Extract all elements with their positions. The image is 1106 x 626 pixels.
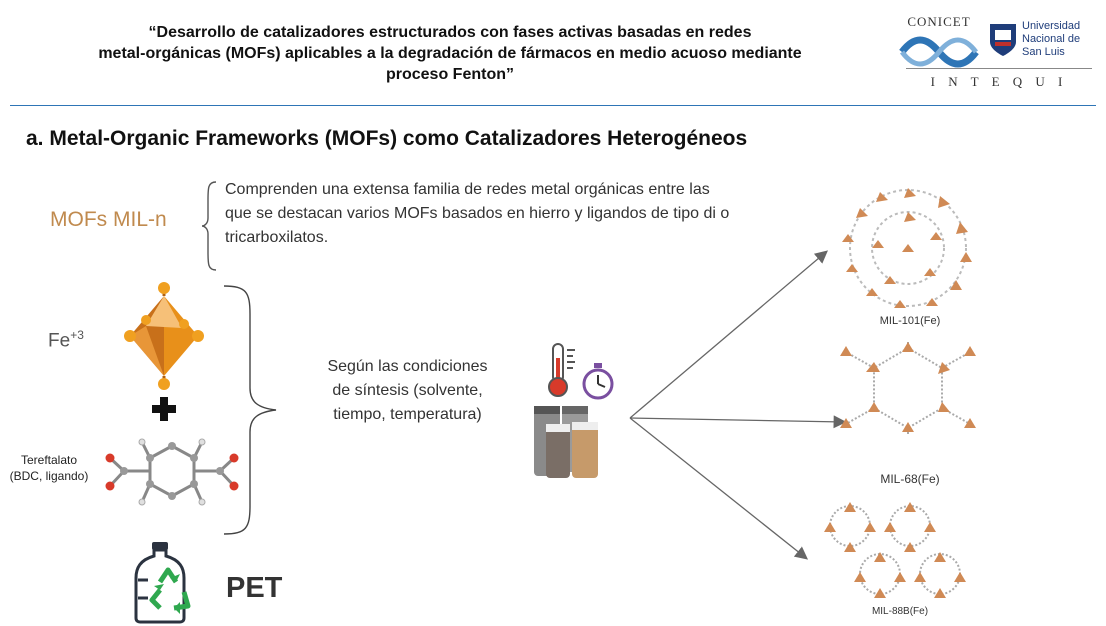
- conicet-wave-icon: [899, 36, 979, 68]
- fe-octahedron-icon: [124, 282, 204, 390]
- fe-label: Fe+3: [48, 328, 84, 352]
- mil88b-label: MIL-88B(Fe): [871, 606, 929, 617]
- header-title-line1: “Desarrollo de catalizadores estructurad…: [148, 24, 752, 41]
- intequi-logo: I N T E Q U I: [930, 74, 1068, 89]
- terephthalate-molecule-icon: [105, 438, 239, 506]
- fe-label-sup: +3: [70, 328, 84, 342]
- synthesis-conditions-text: Según las condiciones de síntesis (solve…: [300, 355, 515, 427]
- plus-icon: [152, 397, 176, 421]
- thermometer-icon: [548, 343, 575, 397]
- unsl-logo: Universidad Nacional de San Luis: [988, 18, 1098, 68]
- mofs-description: Comprenden una extensa familia de redes …: [225, 181, 730, 246]
- unsl-logo-line3: San Luis: [1022, 46, 1065, 58]
- fe-label-base: Fe: [48, 330, 71, 352]
- header-title-line2: metal-orgánicas (MOFs) aplicables a la d…: [98, 45, 802, 62]
- arrow-to-mil68: [629, 415, 847, 429]
- unsl-logo-line1: Universidad: [1022, 20, 1081, 32]
- bdc-label-line2: (BDC, ligando): [9, 469, 89, 483]
- section-title: a. Metal-Organic Frameworks (MOFs) como …: [26, 127, 748, 150]
- mofs-label: MOFs MIL-n: [50, 208, 167, 231]
- arrow-to-mil101: [629, 250, 828, 419]
- intequi-line: [906, 68, 1092, 69]
- mil68-label: MIL-68(Fe): [880, 472, 940, 486]
- mil68-structure-image: [840, 340, 976, 436]
- mil88b-structure-image: [824, 502, 966, 598]
- conicet-logo-text: CONICET: [907, 14, 971, 29]
- bdc-label: Tereftalato (BDC, ligando): [4, 452, 94, 484]
- right-brace-icon: [223, 285, 277, 535]
- synthesis-conditions-line1: Según las condiciones: [327, 358, 488, 375]
- header-title-line3: proceso Fenton”: [385, 66, 514, 83]
- conicet-logo: CONICET: [898, 14, 980, 74]
- header-title: “Desarrollo de catalizadores estructurad…: [20, 22, 880, 85]
- pet-label: PET: [226, 572, 283, 604]
- bdc-label-line1: Tereftalato: [20, 453, 78, 467]
- sample-vials-icon: [534, 406, 598, 478]
- mil101-structure-image: [842, 188, 972, 308]
- synthesis-conditions-line2: de síntesis (solvente,: [332, 382, 483, 399]
- synthesis-conditions-line3: tiempo, temperatura): [333, 406, 482, 423]
- unsl-logo-line2: Nacional de: [1022, 33, 1081, 45]
- pet-bottle-recycle-icon: [134, 542, 191, 624]
- unsl-shield-icon: [990, 24, 1016, 56]
- stopwatch-icon: [582, 363, 614, 400]
- mil101-label: MIL-101(Fe): [879, 315, 941, 327]
- header-divider: [10, 105, 1096, 106]
- arrow-to-mil88b: [629, 417, 809, 560]
- product-arrows: [629, 250, 847, 560]
- left-brace-icon: [201, 181, 217, 271]
